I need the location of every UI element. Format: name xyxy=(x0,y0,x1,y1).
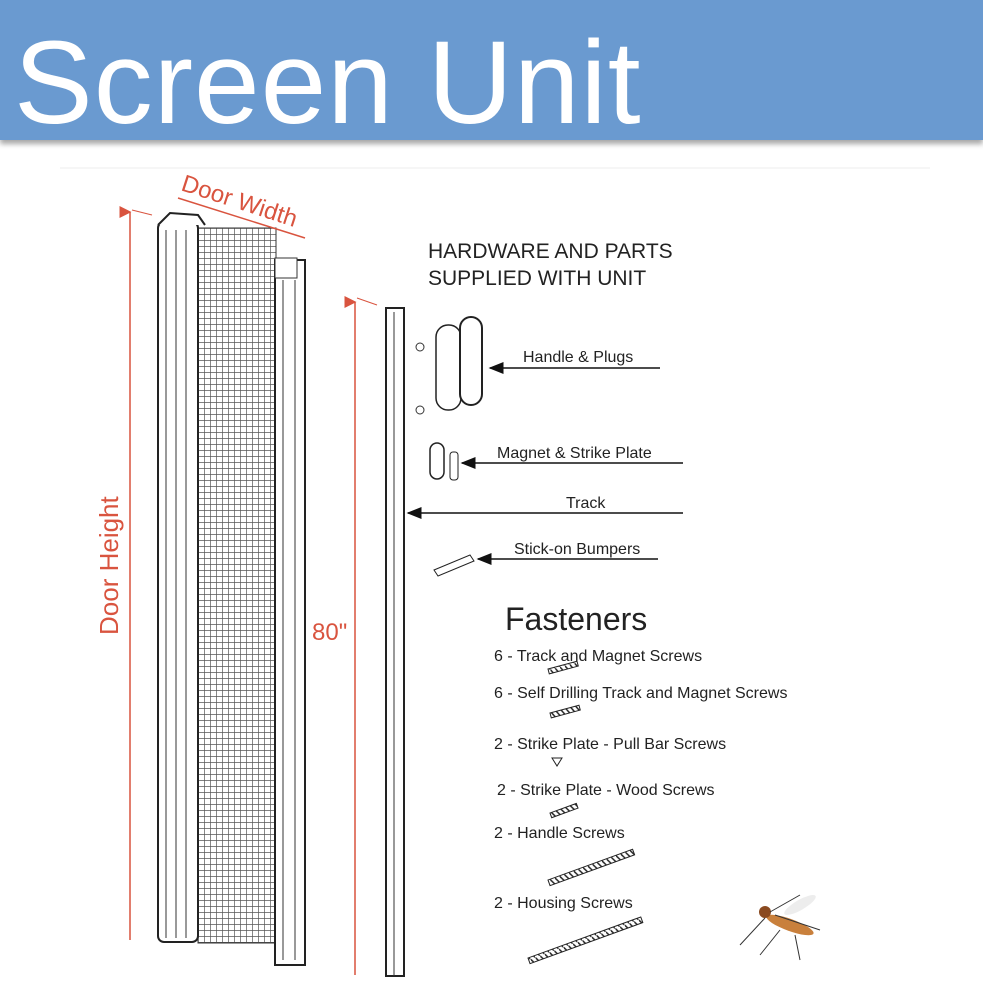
page-title: Screen Unit xyxy=(14,17,642,149)
track xyxy=(385,307,405,977)
fastener-item: 6 - Self Drilling Track and Magnet Screw… xyxy=(494,685,787,702)
handle-plugs-part: Handle & Plugs xyxy=(415,316,660,415)
door-height-label: Door Height xyxy=(94,495,124,635)
door-height-dimension: Door Height xyxy=(94,206,153,940)
fastener-list: 6 - Track and Magnet Screws 6 - Self Dri… xyxy=(494,648,787,965)
fastener-item: 2 - Strike Plate - Wood Screws xyxy=(497,782,715,799)
header-banner: Screen Unit xyxy=(0,0,983,148)
height-value: 80" xyxy=(312,619,347,646)
fastener-item: 2 - Housing Screws xyxy=(494,895,633,912)
stick-on-bumpers-part: Stick-on Bumpers xyxy=(433,541,658,577)
hardware-title-line1: HARDWARE AND PARTS xyxy=(428,240,673,263)
part-label: Track xyxy=(566,495,606,512)
fastener-item: 2 - Strike Plate - Pull Bar Screws xyxy=(494,736,726,753)
screen-housing xyxy=(157,211,306,966)
part-label: Magnet & Strike Plate xyxy=(497,445,652,462)
fasteners-title: Fasteners xyxy=(505,601,647,637)
fastener-item: 2 - Handle Screws xyxy=(494,825,625,842)
hardware-title-line2: SUPPLIED WITH UNIT xyxy=(428,267,646,290)
mosquito-icon xyxy=(739,894,821,961)
track-part: Track xyxy=(406,495,683,519)
part-label: Handle & Plugs xyxy=(523,349,633,366)
part-label: Stick-on Bumpers xyxy=(514,541,640,558)
magnet-strike-plate-part: Magnet & Strike Plate xyxy=(429,442,683,481)
fastener-item: 6 - Track and Magnet Screws xyxy=(494,648,702,665)
height-80-dimension: 80" xyxy=(312,296,378,975)
